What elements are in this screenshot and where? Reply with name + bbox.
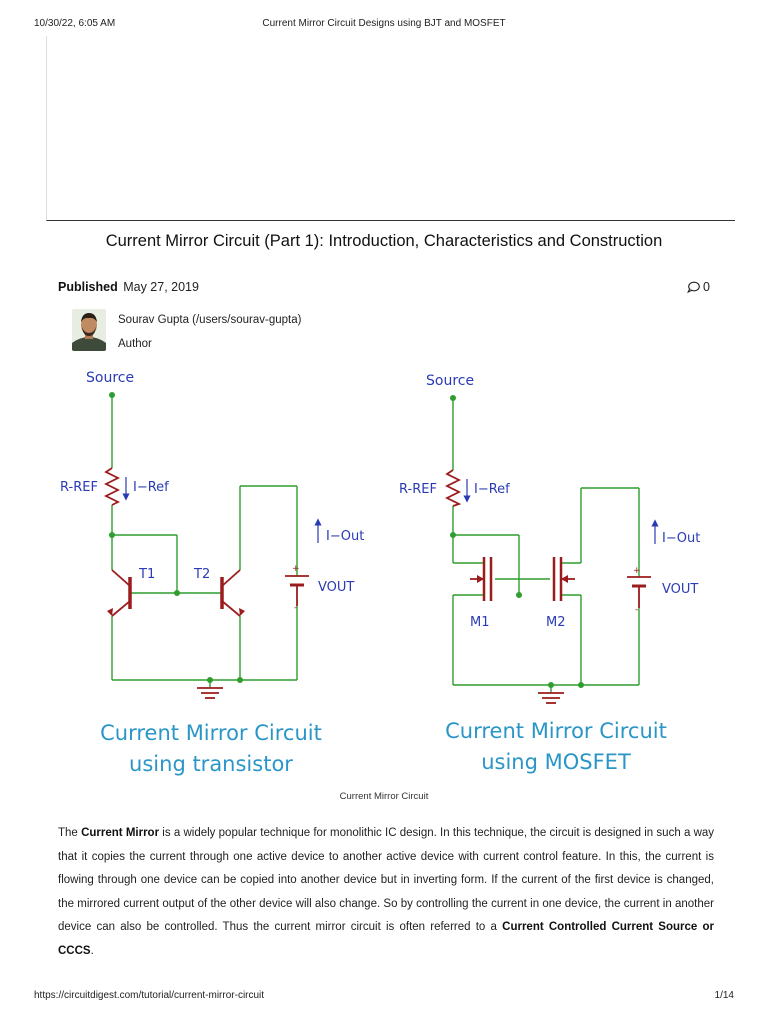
mosfet-resistor-symbol [444, 469, 462, 507]
mosfet-m2-label: M2 [546, 615, 566, 630]
bjt-nodes [109, 392, 243, 683]
print-title: Current Mirror Circuit Designs using BJT… [262, 18, 506, 29]
bjt-title-line1: Current Mirror Circuit [100, 721, 322, 745]
article-meta: Published May 27, 2019 0 [58, 280, 710, 298]
article-paragraph: The Current Mirror is a widely popular t… [58, 822, 714, 963]
comment-count: 0 [703, 280, 710, 294]
current-mirror-diagram: Source [0, 360, 768, 785]
mosfet-iref-label: I−Ref [474, 482, 510, 497]
bjt-plus-label: + [292, 564, 300, 574]
mosfet-resistor-label: R-REF [399, 482, 437, 497]
author-role: Author [118, 338, 152, 350]
paragraph-text: . [90, 944, 94, 957]
mosfet-circuit: Source [399, 373, 700, 774]
mosfet-title-line2: using MOSFET [481, 750, 631, 774]
print-url: https://circuitdigest.com/tutorial/curre… [34, 990, 265, 1001]
paragraph-bold-term: Current Controlled Current Source or CCC… [58, 921, 715, 957]
mosfet-iout-label: I−Out [662, 531, 700, 546]
mosfet-minus-label: - [635, 605, 638, 615]
print-footer: https://circuitdigest.com/tutorial/curre… [34, 990, 734, 1004]
mosfet-vout-label: VOUT [662, 582, 698, 597]
published-date: May 27, 2019 [123, 280, 199, 294]
bjt-t2-label: T2 [193, 567, 210, 582]
published-label: Published [58, 280, 118, 294]
bjt-vout-label: VOUT [318, 580, 354, 595]
bjt-resistor-symbol [103, 467, 121, 506]
bjt-title-line2: using transistor [129, 752, 293, 776]
paragraph-text: The [58, 827, 82, 839]
mosfet-source-label: Source [426, 373, 474, 389]
mosfet-m1-label: M1 [470, 615, 490, 630]
ad-placeholder-frame [46, 36, 735, 221]
mosfet-plus-label: + [633, 566, 641, 576]
bjt-iref-label: I−Ref [133, 480, 169, 495]
mosfet-components [444, 469, 651, 704]
paragraph-bold-term: Current Mirror [81, 827, 160, 839]
mosfet-body-arrows [477, 575, 568, 583]
print-datetime: 10/30/22, 6:05 AM [34, 18, 116, 29]
author-name[interactable]: Sourav Gupta (/users/sourav-gupta) [118, 314, 302, 326]
comments-link[interactable]: 0 [687, 280, 710, 294]
bjt-wires [111, 395, 298, 688]
comment-icon [687, 281, 700, 294]
bjt-source-label: Source [86, 370, 134, 386]
paragraph-text: is a widely popular technique for monoli… [58, 827, 715, 933]
circuit-diagram-svg: Source [60, 370, 700, 776]
avatar[interactable] [72, 309, 106, 351]
print-page-number: 1/14 [714, 990, 734, 1001]
bjt-iout-label: I−Out [326, 529, 364, 544]
bjt-minus-label: - [294, 603, 297, 613]
bjt-resistor-label: R-REF [60, 480, 98, 495]
bjt-components [103, 467, 309, 699]
mosfet-title-line1: Current Mirror Circuit [445, 719, 667, 743]
mosfet-wires [452, 398, 640, 693]
bjt-emitter-arrows [107, 608, 245, 616]
mosfet-nodes [450, 395, 584, 688]
article-title: Current Mirror Circuit (Part 1): Introdu… [105, 232, 663, 250]
print-header: 10/30/22, 6:05 AM Current Mirror Circuit… [34, 18, 734, 32]
bjt-t1-label: T1 [138, 567, 155, 582]
figure-caption: Current Mirror Circuit [339, 791, 429, 802]
bjt-circuit: Source [60, 370, 364, 776]
